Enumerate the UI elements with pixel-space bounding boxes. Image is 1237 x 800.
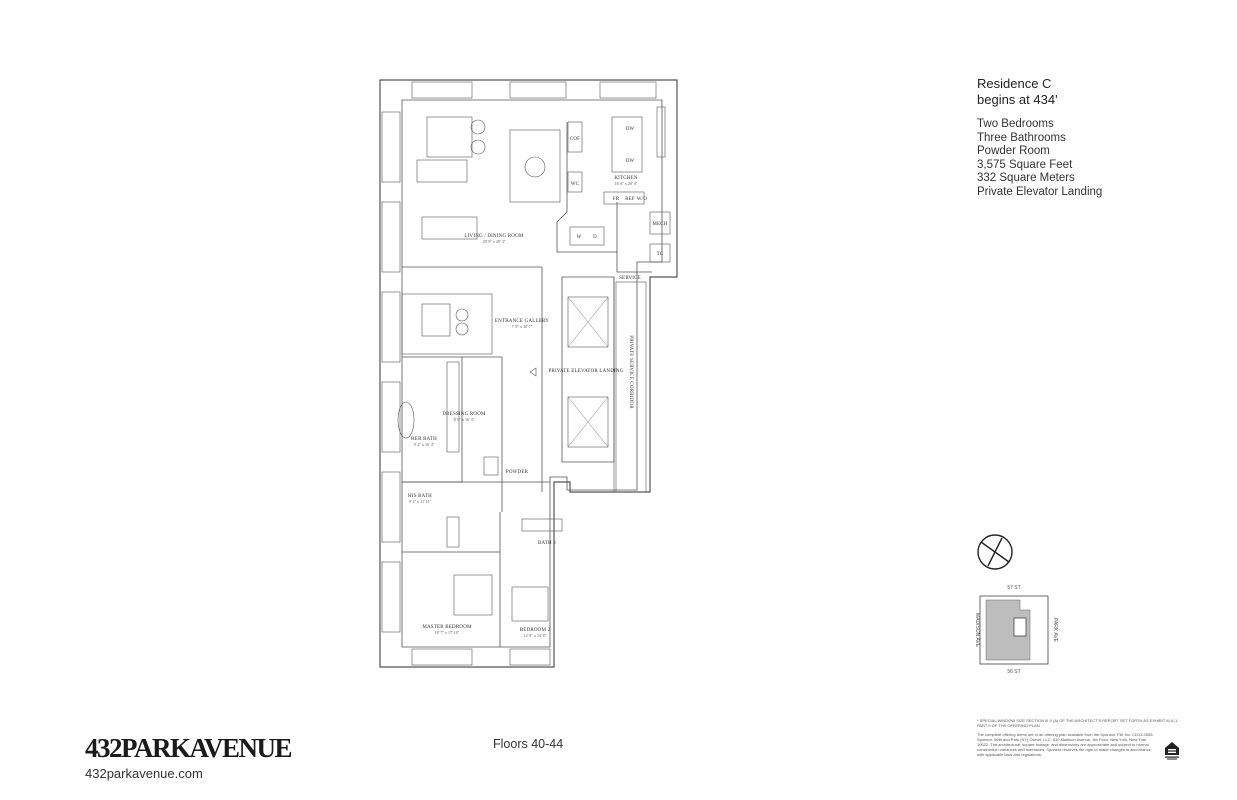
label-kitchen: KITCHEN	[614, 176, 638, 181]
dims-her-bath: 9' 2" x 16' 4"	[414, 442, 435, 447]
residence-detail: Two Bedrooms	[977, 118, 1054, 130]
keymap-north: 57 ST	[1007, 585, 1020, 591]
residence-detail: Three Bathrooms	[977, 131, 1066, 144]
label-d: D	[593, 235, 597, 240]
label-fr: FR	[613, 197, 620, 202]
label-mech: MECH	[652, 222, 667, 227]
dims-entrance-gallery: 7' 8" x 30' 7"	[512, 324, 533, 329]
label-service: SERVICE	[619, 276, 641, 281]
label-wo: W/O	[637, 197, 648, 202]
dims-bedroom-2: 12' 8" x 14' 8"	[524, 633, 547, 638]
label-dw-2: DW	[626, 159, 635, 164]
dims-master-bedroom: 18' 7" x 17' 10"	[435, 630, 460, 635]
label-tc: TC	[657, 252, 664, 257]
label-private-service-corridor: PRIVATE SERVICE CORRIDOR	[628, 335, 633, 409]
disclaimer-legal: The complete offering terms are in an of…	[977, 732, 1154, 757]
dims-dressing-room: 8' 0" x 16' 3"	[454, 417, 475, 422]
residence-detail: Powder Room	[977, 145, 1050, 157]
label-entrance-gallery: ENTRANCE GALLERY	[495, 319, 549, 324]
label-his-bath: HIS BATH	[408, 494, 432, 499]
keymap-east: PARK AVE	[1052, 618, 1058, 643]
label-powder: POWDER	[506, 470, 529, 475]
label-living-dining: LIVING / DINING ROOM	[464, 234, 523, 239]
dims-kitchen: 16' 6" x 20' 0"	[615, 181, 638, 186]
label-dw-1: DW	[626, 127, 635, 132]
label-dressing-room: DRESSING ROOM	[442, 412, 486, 417]
label-cof: COF	[570, 137, 580, 142]
floor-plan: LIVING / DINING ROOM 29' 9" x 29' 3" KIT…	[379, 79, 678, 668]
brand-logo: 432PARKAVENUE	[85, 733, 293, 763]
residence-detail: 3,575 Square Feet	[977, 158, 1073, 171]
website-link[interactable]: 432parkavenue.com	[85, 766, 203, 781]
disclaimer-note: * SPECIAL WINDOW SIZE SECTION III 9 (A) …	[977, 718, 1178, 728]
residence-detail: 332 Square Meters	[977, 172, 1075, 184]
floors-label: Floors 40-44	[493, 737, 564, 751]
compass-icon	[977, 534, 1013, 570]
keymap-west: MADISON AVE	[974, 613, 980, 648]
plan-outline	[379, 79, 678, 668]
residence-info: Residence C begins at 434' Two Bedrooms …	[977, 76, 1102, 199]
residence-subtitle: begins at 434'	[977, 92, 1058, 107]
dims-his-bath: 9' 2" x 11' 11"	[409, 499, 432, 504]
key-map: 57 ST MADISON AVE PARK AVE 56 ST	[974, 585, 1058, 675]
label-w: W	[577, 235, 582, 240]
dims-living-dining: 29' 9" x 29' 3"	[483, 239, 506, 244]
label-private-elevator-landing: PRIVATE ELEVATOR LANDING	[548, 369, 623, 374]
plan-outline-inner	[401, 99, 663, 648]
label-her-bath: HER BATH	[411, 437, 437, 442]
residence-detail: Private Elevator Landing	[977, 185, 1103, 198]
label-bedroom-2: BEDROOM 2	[520, 628, 551, 633]
label-wc: WC	[571, 182, 580, 187]
label-master-bedroom: MASTER BEDROOM	[422, 625, 472, 630]
disclaimer: * SPECIAL WINDOW SIZE SECTION III 9 (A) …	[977, 718, 1182, 761]
keymap-south: 56 ST	[1007, 669, 1020, 675]
equal-housing-opportunity-icon	[1165, 742, 1179, 760]
label-ref: REF	[625, 197, 635, 202]
residence-title: Residence C	[977, 76, 1052, 91]
label-bath-2: BATH 2	[538, 541, 556, 546]
